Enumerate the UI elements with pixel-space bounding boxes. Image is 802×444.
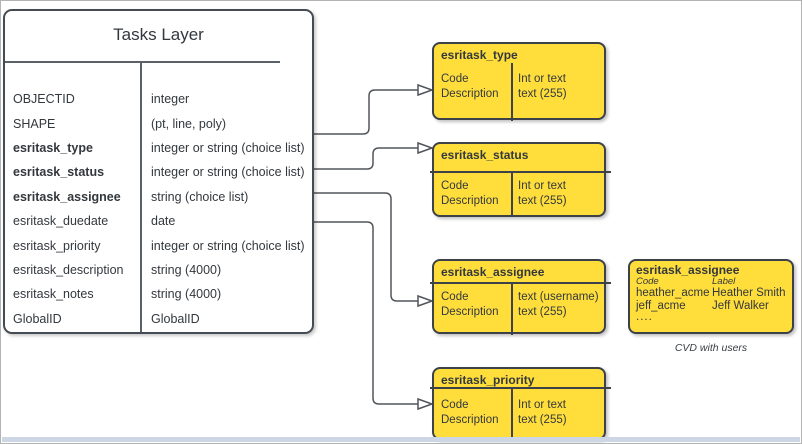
domain-column-divider [511,388,513,438]
domain-cell: Code [441,73,469,85]
domain-title: esritask_type [441,48,518,62]
field-type: date [151,214,176,229]
domain-cell: Code [441,180,469,192]
field-type: integer or string (choice list) [151,140,305,155]
window-edge-strip [2,437,800,442]
domain-code-column: Code Description [441,290,499,320]
domain-code-column: Code Description [441,179,499,209]
tasks-layer-title: Tasks Layer [113,25,204,44]
domain-table-esritask-status: esritask_status Code Description Int or … [430,142,611,217]
domain-title: esritask_assignee [441,265,545,279]
field-name: esritask_notes [13,287,94,302]
field-type: string (4000) [151,287,222,302]
cvd-label: Jeff Walker [712,300,769,312]
domain-cell: text (255) [518,306,567,318]
domain-title: esritask_status [441,148,529,162]
connector-esritask-type [314,89,418,135]
field-name: esritask_type [13,140,93,155]
cvd-header-label: Label [712,276,736,287]
cvd-table-esritask-assignee: esritask_assignee Code Label heather_acm… [628,259,794,334]
domain-cell: Description [441,195,499,207]
field-list: OBJECTID integer SHAPE (pt, line, poly) … [5,87,312,331]
domain-title-separator [430,282,611,284]
cvd-title: esritask_assignee [636,263,740,277]
field-name: esritask_status [13,165,105,180]
domain-cell: text (255) [518,88,567,100]
domain-table-esritask-priority: esritask_priority Code Description Int o… [430,367,611,440]
domain-title: esritask_priority [441,373,535,387]
cvd-code: heather_acme [636,287,710,299]
cvd-caption: CVD with users [674,342,748,354]
domain-cell: Description [441,306,499,318]
field-row: esritask_assignee string (choice list) [5,185,312,209]
field-type: integer or string (choice list) [151,238,305,253]
cvd-header-code: Code [636,276,659,287]
domain-cell: text (username) [518,291,599,303]
field-row: esritask_type integer or string (choice … [5,136,312,160]
domain-cell: Int or text [518,180,566,192]
arrowhead-esritask-priority [417,397,435,411]
arrowhead-esritask-type [417,83,435,97]
domain-column-divider [511,63,513,121]
cvd-column-headers: Code Label [636,276,788,287]
domain-code-column: Code Description [441,398,499,428]
field-name: GlobalID [13,311,62,326]
field-type: integer [151,92,190,107]
domain-column-divider [511,283,513,335]
cvd-code: jeff_acme [636,300,686,312]
domain-title-separator [430,387,611,389]
domain-cell: Code [441,291,469,303]
field-name: OBJECTID [13,92,75,107]
domain-column-divider [511,172,513,215]
domain-cell: Description [441,88,499,100]
domain-type-column: Int or text text (255) [518,72,567,102]
field-name: esritask_assignee [13,189,121,204]
cvd-row: heather_acme Heather Smith [636,287,788,299]
cvd-label: Heather Smith [712,287,786,299]
field-row: esritask_priority integer or string (cho… [5,233,312,257]
title-separator [5,61,280,63]
connector-esritask-status [314,147,418,170]
field-type: string (4000) [151,262,222,277]
arrowhead-esritask-status [417,141,435,155]
field-type: (pt, line, poly) [151,116,227,131]
domain-type-column: text (username) text (255) [518,290,599,320]
domain-table-esritask-type: esritask_type Code Description Int or te… [432,42,606,121]
field-type: string (choice list) [151,189,249,204]
field-row: GlobalID GlobalID [5,307,312,331]
domain-cell: text (255) [518,195,567,207]
column-divider [140,62,142,332]
tasks-layer-table: Tasks Layer OBJECTID integer SHAPE (pt, … [3,9,314,334]
domain-cell: Int or text [518,73,566,85]
domain-cell: Int or text [518,399,566,411]
domain-type-column: Int or text text (255) [518,398,567,428]
domain-code-column: Code Description [441,72,499,102]
field-name: esritask_duedate [13,214,109,229]
field-name: SHAPE [13,116,56,131]
cvd-ellipsis: .... [636,311,653,323]
field-name: esritask_description [13,262,124,277]
connector-esritask-assignee [314,192,418,302]
domain-table-esritask-assignee: esritask_assignee Code Description text … [430,259,611,335]
field-row: esritask_notes string (4000) [5,282,312,306]
domain-cell: text (255) [518,414,567,426]
field-type: GlobalID [151,311,200,326]
field-row: OBJECTID integer [5,87,312,111]
connector-esritask-priority [314,221,418,405]
field-name: esritask_priority [13,238,101,253]
domain-cell: Description [441,414,499,426]
domain-title-separator [430,171,611,173]
domain-cell: Code [441,399,469,411]
field-row: esritask_duedate date [5,209,312,233]
cvd-row: jeff_acme Jeff Walker [636,300,788,312]
arrowhead-esritask-assignee [417,294,435,308]
field-row: esritask_status integer or string (choic… [5,160,312,184]
domain-type-column: Int or text text (255) [518,179,567,209]
field-row: esritask_description string (4000) [5,258,312,282]
field-type: integer or string (choice list) [151,165,305,180]
field-row: SHAPE (pt, line, poly) [5,111,312,135]
